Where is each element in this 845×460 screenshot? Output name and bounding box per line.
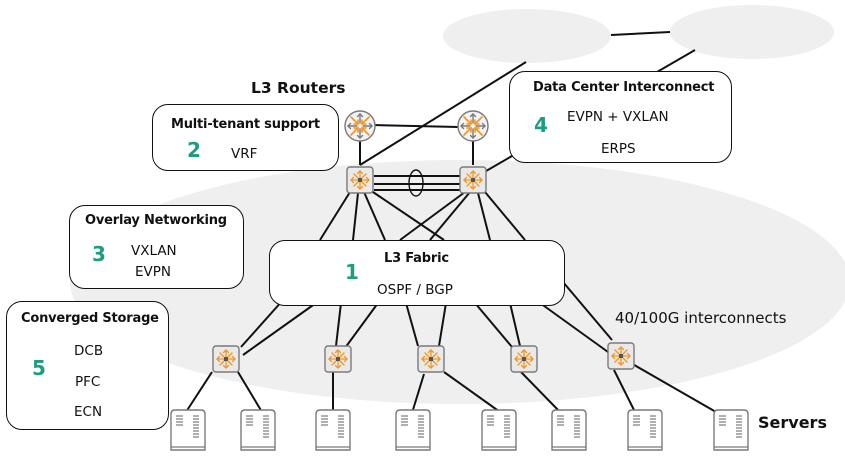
feature-number: 2 [187,138,201,162]
feature-item: VXLAN [131,243,177,259]
feature-item: OSPF / BGP [377,282,453,298]
server-5[interactable] [481,409,517,451]
leaf-switch-3[interactable] [417,345,445,373]
feature-number: 5 [32,356,46,380]
feature-box-storage: Converged Storage 5 DCB PFC ECN [6,301,169,430]
feature-box-multi-tenant: Multi-tenant support 2 VRF [152,104,339,171]
feature-number: 3 [92,242,106,266]
router-right[interactable] [457,110,489,142]
feature-item: ECN [74,404,103,420]
server-7[interactable] [627,409,663,451]
router-left[interactable] [344,110,376,142]
cloud-right [670,5,834,59]
feature-title: L3 Fabric [384,251,449,266]
servers-label: Servers [758,413,827,432]
feature-box-dci: Data Center Interconnect 4 EVPN + VXLAN … [509,71,732,163]
routers-label: L3 Routers [251,79,346,97]
feature-item: VRF [231,146,258,162]
feature-item: DCB [74,343,104,359]
feature-title: Converged Storage [21,311,159,326]
feature-item: EVPN + VXLAN [567,109,669,125]
feature-title: Data Center Interconnect [533,80,715,95]
feature-title: Multi-tenant support [171,117,320,132]
leaf-switch-4[interactable] [510,345,538,373]
feature-number: 4 [534,113,548,137]
feature-item: ERPS [601,141,636,157]
server-3[interactable] [315,409,351,451]
feature-box-overlay: Overlay Networking 3 VXLAN EVPN [69,205,244,289]
server-2[interactable] [240,409,276,451]
spine-switch-right[interactable] [459,166,487,194]
server-1[interactable] [170,409,206,451]
interconnects-label: 40/100G interconnects [615,309,787,327]
lag-bundle-indicator [408,169,424,197]
leaf-switch-1[interactable] [212,345,240,373]
cloud-left [443,9,611,63]
server-6[interactable] [551,409,587,451]
feature-box-fabric: L3 Fabric 1 OSPF / BGP [269,240,565,306]
feature-item: EVPN [135,264,172,280]
server-8[interactable] [713,409,749,451]
server-4[interactable] [395,409,431,451]
feature-title: Overlay Networking [85,213,227,228]
links [185,31,717,414]
feature-item: PFC [75,374,101,390]
leaf-switch-5[interactable] [607,342,635,370]
spine-switch-left[interactable] [346,166,374,194]
leaf-switch-2[interactable] [324,345,352,373]
feature-number: 1 [345,260,359,284]
